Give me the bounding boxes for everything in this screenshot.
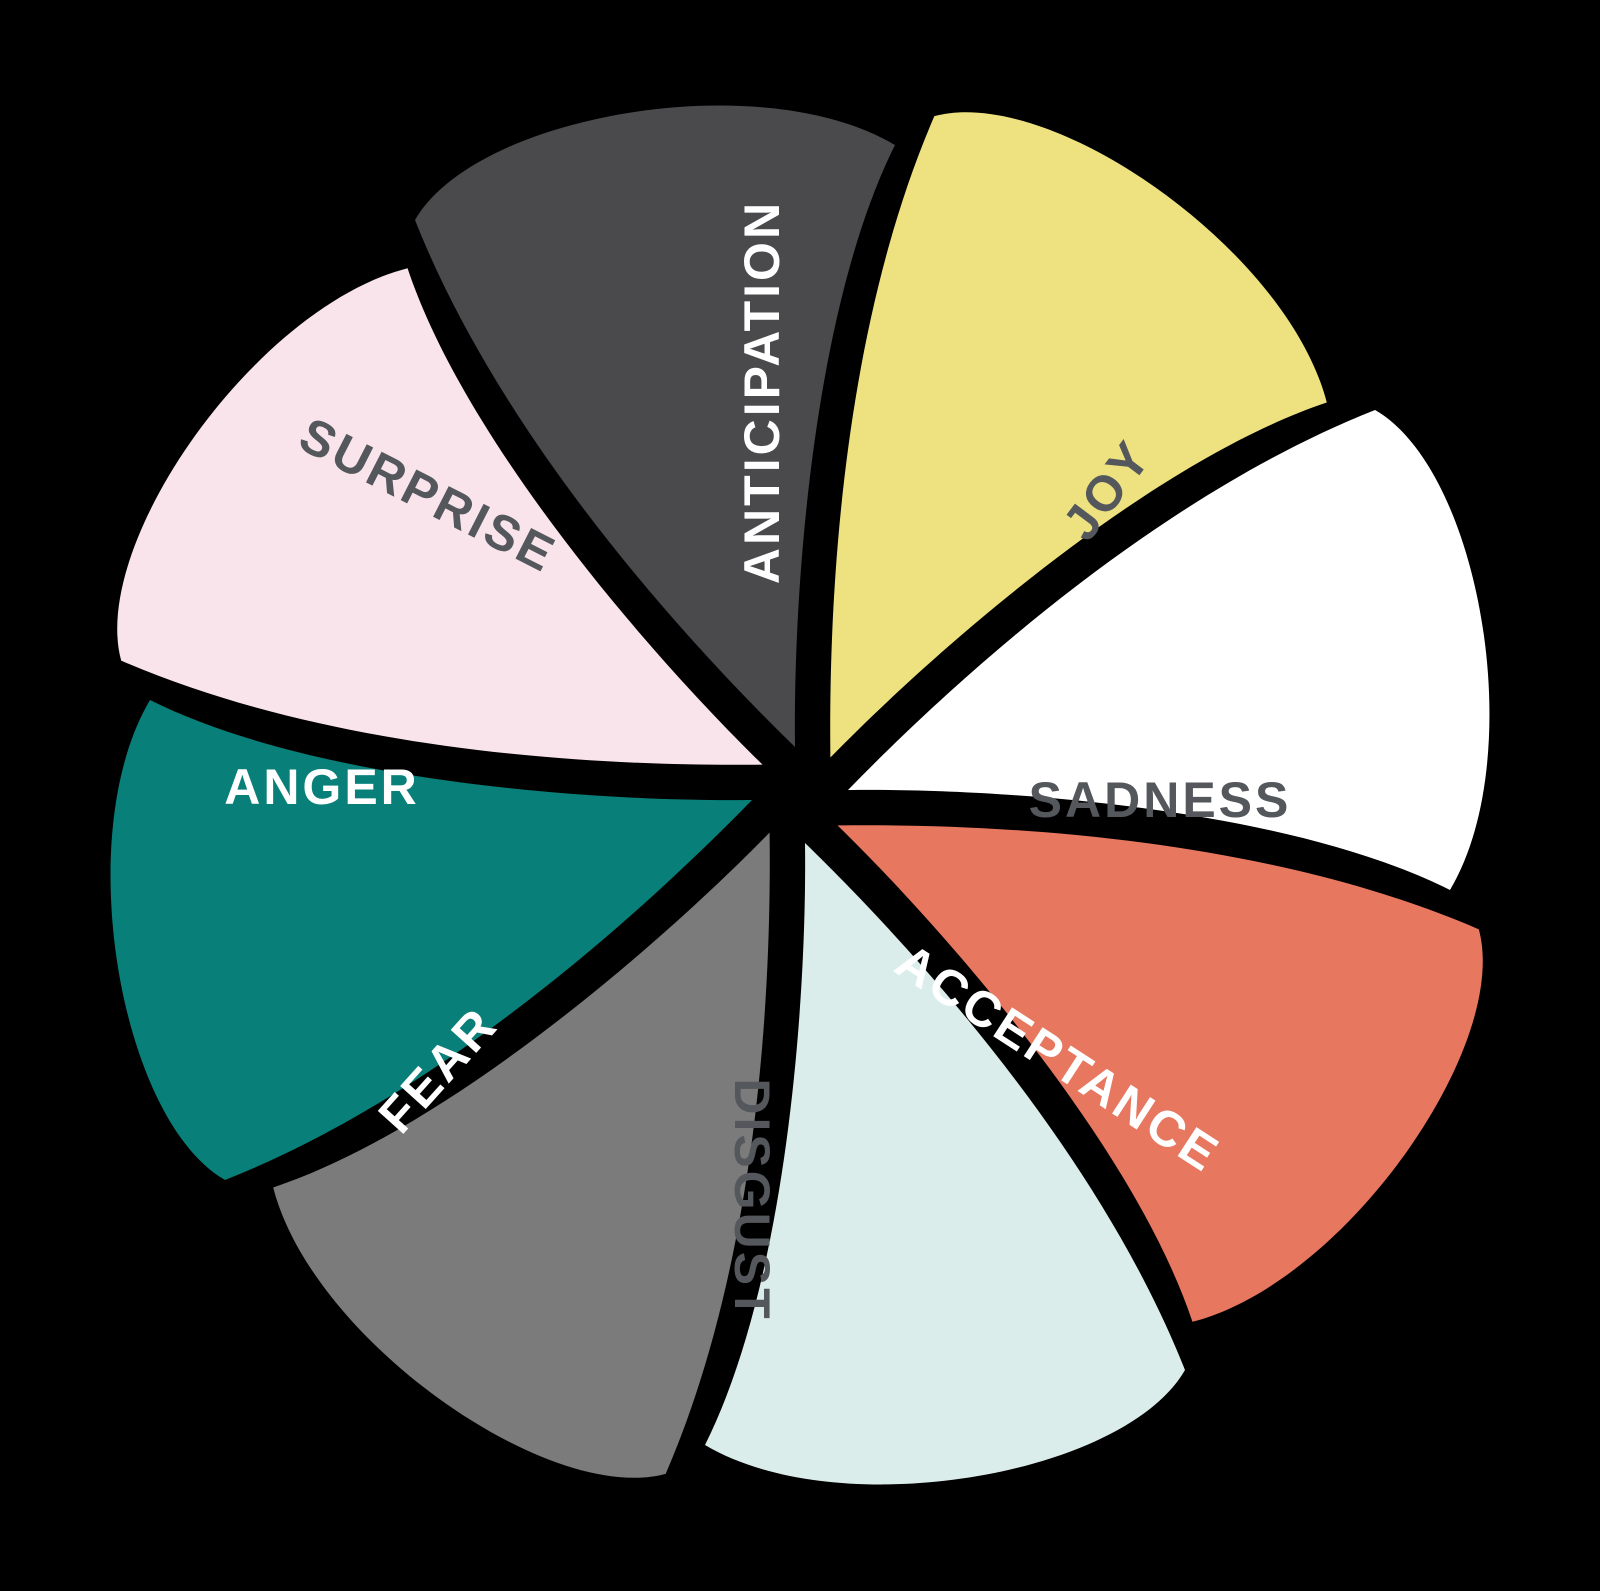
- petal-layer: [110, 105, 1490, 1485]
- petal-surprise: [117, 268, 763, 765]
- petal-group-surprise: [117, 268, 763, 765]
- petal-fear: [273, 832, 770, 1478]
- petal-joy: [830, 112, 1327, 758]
- petal-label-anger: ANGER: [224, 759, 420, 815]
- petal-acceptance: [837, 825, 1483, 1322]
- petal-group-fear: [273, 832, 770, 1478]
- petal-disgust: [705, 843, 1185, 1485]
- petal-group-sadness: [848, 410, 1490, 890]
- petal-label-disgust: DISGUST: [724, 1078, 780, 1321]
- petal-group-anger: [110, 700, 752, 1180]
- petal-group-disgust: [705, 843, 1185, 1485]
- petal-group-anticipation: [415, 105, 895, 747]
- petal-anticipation: [415, 105, 895, 747]
- petal-sadness: [848, 410, 1490, 890]
- petal-group-acceptance: [837, 825, 1483, 1322]
- petal-group-joy: [830, 112, 1327, 758]
- petal-label-anticipation: ANTICIPATION: [734, 200, 790, 584]
- petal-anger: [110, 700, 752, 1180]
- petal-label-sadness: SADNESS: [1029, 772, 1292, 828]
